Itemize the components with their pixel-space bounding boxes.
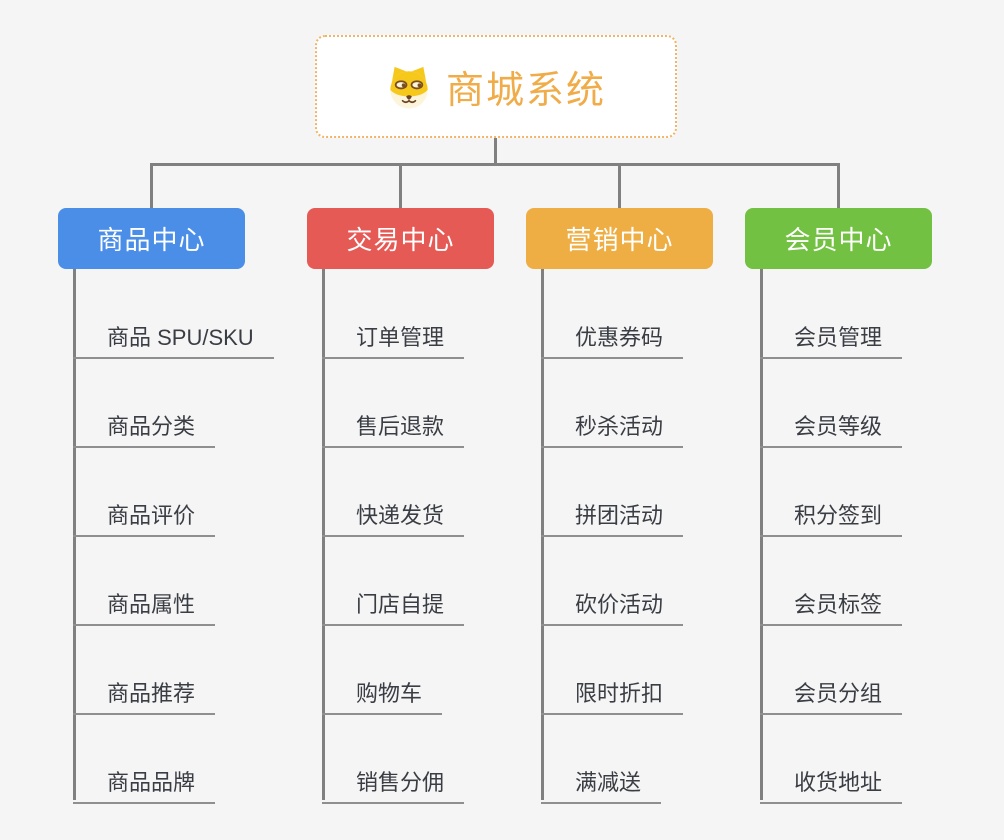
child-node[interactable]: 快递发货: [322, 490, 465, 537]
branch-node-trade-center[interactable]: 交易中心: [307, 208, 494, 269]
child-node[interactable]: 购物车: [322, 668, 443, 715]
child-node[interactable]: 砍价活动: [541, 579, 684, 626]
child-node[interactable]: 订单管理: [322, 312, 465, 359]
child-node[interactable]: 限时折扣: [541, 668, 684, 715]
child-node[interactable]: 商品品牌: [73, 757, 216, 804]
child-node[interactable]: 会员标签: [760, 579, 903, 626]
child-node[interactable]: 商品 SPU/SKU: [73, 312, 274, 359]
child-node[interactable]: 秒杀活动: [541, 401, 684, 448]
horizontal-connector-line: [150, 163, 840, 166]
child-node[interactable]: 会员等级: [760, 401, 903, 448]
child-node[interactable]: 积分签到: [760, 490, 903, 537]
child-node[interactable]: 会员分组: [760, 668, 903, 715]
branch-node-member-center[interactable]: 会员中心: [745, 208, 932, 269]
branch-stem-line: [399, 163, 402, 208]
root-connector-line: [494, 138, 497, 164]
branch-stem-line: [150, 163, 153, 208]
branch-children-connector-line: [760, 269, 763, 800]
child-node[interactable]: 销售分佣: [322, 757, 465, 804]
child-node[interactable]: 优惠券码: [541, 312, 684, 359]
child-node[interactable]: 商品分类: [73, 401, 216, 448]
child-node[interactable]: 商品评价: [73, 490, 216, 537]
child-node[interactable]: 收货地址: [760, 757, 903, 804]
branch-children-connector-line: [73, 269, 76, 800]
root-node[interactable]: 商城系统: [315, 35, 677, 138]
branch-node-marketing-center[interactable]: 营销中心: [526, 208, 713, 269]
branch-stem-line: [618, 163, 621, 208]
child-node[interactable]: 会员管理: [760, 312, 903, 359]
child-node[interactable]: 门店自提: [322, 579, 465, 626]
branch-children-connector-line: [322, 269, 325, 800]
branch-children-connector-line: [541, 269, 544, 800]
child-node[interactable]: 拼团活动: [541, 490, 684, 537]
branch-stem-line: [837, 163, 840, 208]
dog-face-icon: [390, 66, 428, 109]
child-node[interactable]: 满减送: [541, 757, 662, 804]
branch-node-product-center[interactable]: 商品中心: [58, 208, 245, 269]
child-node[interactable]: 商品推荐: [73, 668, 216, 715]
child-node[interactable]: 售后退款: [322, 401, 465, 448]
root-title: 商城系统: [445, 70, 606, 112]
child-node[interactable]: 商品属性: [73, 579, 216, 626]
